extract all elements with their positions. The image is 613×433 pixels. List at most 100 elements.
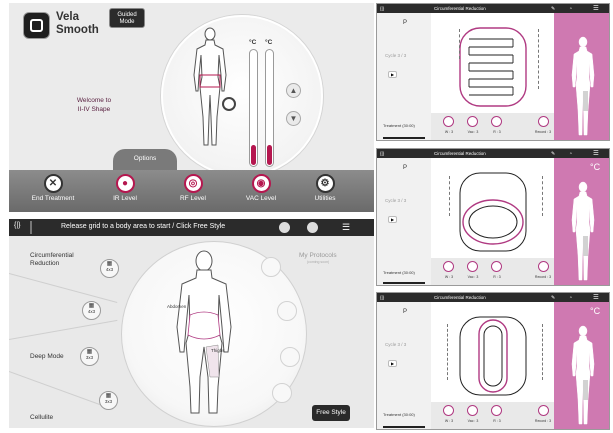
body-preview-panel: °C xyxy=(554,158,609,285)
handpiece-small-icon: {|} xyxy=(14,222,21,229)
body-map-silhouette[interactable] xyxy=(154,247,254,417)
divider-line xyxy=(9,273,118,303)
dashed-guide xyxy=(535,324,543,380)
cycle-label: Cycle 3 / 3 xyxy=(385,53,407,58)
ir-level-label: IR Level xyxy=(113,195,137,202)
program-letter: P xyxy=(403,309,408,315)
thighs-label: Thighs xyxy=(211,348,225,353)
dashed-guide xyxy=(535,176,543,216)
temperature-unit: °C xyxy=(590,306,601,316)
setting-label-3: R : 3 xyxy=(493,419,501,423)
ir-level-button[interactable]: ● IR Level xyxy=(95,174,155,202)
treatment-pattern-zigzag xyxy=(459,27,527,107)
treatment-panel: {|} Circumferential Reduction ✎ ◔ ☰ P Cy… xyxy=(376,292,610,430)
pattern-area xyxy=(431,158,554,258)
treatment-timer: Treatment (30:00) xyxy=(383,270,415,275)
record-button[interactable] xyxy=(538,405,549,416)
close-icon: ✕ xyxy=(43,174,63,193)
record-button[interactable] xyxy=(538,116,549,127)
edit-icon[interactable] xyxy=(279,222,290,233)
menu-icon[interactable]: ☰ xyxy=(342,222,351,232)
dashed-guide xyxy=(459,29,469,59)
setting-label-1: W : 3 xyxy=(444,419,454,423)
unit-left: °C xyxy=(249,39,257,46)
protocol-slot-4[interactable] xyxy=(272,383,292,403)
settings-bar: W : 3 Vac : 3 R : 3 Record : 3 xyxy=(431,113,554,140)
brand-name: Vela Smooth xyxy=(56,11,99,36)
divider-line xyxy=(9,319,118,340)
up-arrow-button[interactable]: ▲ xyxy=(286,83,301,98)
treatment-timer: Treatment (30:00) xyxy=(383,412,415,417)
protocol-slot-2[interactable] xyxy=(277,301,297,321)
edit-icon[interactable]: ✎ xyxy=(551,150,556,157)
edit-icon[interactable]: ✎ xyxy=(551,5,556,12)
temperature-gauge-left xyxy=(249,49,258,167)
panel-title-bar: {|} Circumferential Reduction ✎ ◔ ☰ xyxy=(377,4,609,13)
history-icon[interactable]: ◔ xyxy=(569,294,573,301)
free-style-button[interactable]: Free Style xyxy=(312,405,350,421)
setting-button-3[interactable] xyxy=(491,116,502,127)
setting-button-1[interactable] xyxy=(443,405,454,416)
abdomen-label: Abdomen xyxy=(167,304,187,309)
handpiece-icon[interactable] xyxy=(222,97,236,111)
setting-button-3[interactable] xyxy=(491,261,502,272)
setting-button-2[interactable] xyxy=(467,116,478,127)
rf-level-label: RF Level xyxy=(179,195,206,202)
rf-level-button[interactable]: ◎ RF Level xyxy=(163,174,223,202)
record-label: Record : 3 xyxy=(534,419,552,423)
vac-level-button[interactable]: ◉ VAC Level xyxy=(231,174,291,202)
play-button[interactable]: ▶ xyxy=(388,71,397,78)
panel-left-column: P Cycle 3 / 3 ▶ Treatment (30:00) xyxy=(377,13,431,140)
play-button[interactable]: ▶ xyxy=(388,216,397,223)
record-button[interactable] xyxy=(538,261,549,272)
utilities-label: Utilities xyxy=(314,195,336,202)
timer-progress-bar xyxy=(383,426,425,428)
treatment-panel: {|} Circumferential Reduction ✎ ◔ ☰ P Cy… xyxy=(376,148,610,286)
setting-button-1[interactable] xyxy=(443,116,454,127)
history-icon[interactable]: ◔ xyxy=(569,150,573,157)
history-icon[interactable]: ◔ xyxy=(569,5,573,12)
guided-mode-button[interactable]: Guided Mode xyxy=(109,8,145,28)
mini-body-icon xyxy=(571,36,595,136)
setting-button-1[interactable] xyxy=(443,261,454,272)
setting-button-3[interactable] xyxy=(491,405,502,416)
handpiece-small-icon: {|} xyxy=(380,150,385,156)
program-letter: P xyxy=(403,20,408,26)
record-label: Record : 3 xyxy=(534,130,552,134)
mini-body-icon xyxy=(571,181,595,281)
setting-label-2: Vac : 3 xyxy=(467,275,479,279)
history-icon[interactable] xyxy=(307,222,318,233)
home-screen: Vela Smooth Guided Mode Welcome to II-IV… xyxy=(9,3,374,212)
utilities-button[interactable]: ⚙ Utilities xyxy=(295,174,355,202)
grid-3x3-button-2[interactable]: ▦3x3 xyxy=(99,391,118,410)
setting-button-2[interactable] xyxy=(467,261,478,272)
body-area-screen: {|} Release grid to a body area to start… xyxy=(9,219,374,428)
page-title: Release grid to a body area to start / C… xyxy=(61,223,226,230)
setting-label-3: R : 3 xyxy=(493,275,501,279)
my-protocols-label: My Protocols xyxy=(299,252,337,259)
grid-4x3-button-2[interactable]: ▦4x3 xyxy=(82,301,101,320)
play-button[interactable]: ▶ xyxy=(388,360,397,367)
grid-4x3-button[interactable]: ▦4x3 xyxy=(100,259,119,278)
menu-icon[interactable]: ☰ xyxy=(593,5,599,12)
setting-button-2[interactable] xyxy=(467,405,478,416)
options-tab[interactable]: Options xyxy=(113,149,177,171)
settings-bar: W : 3 Vac : 3 R : 3 Record : 3 xyxy=(431,402,554,429)
section-circumferential: Circumferential Reduction xyxy=(30,252,74,267)
options-toolbar: ✕ End Treatment ● IR Level ◎ RF Level ◉ … xyxy=(9,170,374,212)
rf-icon: ◎ xyxy=(183,174,203,193)
protocol-slot-1[interactable] xyxy=(261,257,281,277)
grid-3x3-button[interactable]: ▦3x3 xyxy=(80,347,99,366)
vac-level-label: VAC Level xyxy=(245,195,277,202)
edit-icon[interactable]: ✎ xyxy=(551,294,556,301)
down-arrow-button[interactable]: ▼ xyxy=(286,111,301,126)
end-treatment-button[interactable]: ✕ End Treatment xyxy=(23,174,83,202)
protocol-slot-3[interactable] xyxy=(280,347,300,367)
divider-line xyxy=(9,371,113,410)
setting-label-2: Vac : 3 xyxy=(467,130,479,134)
section-deep-mode: Deep Mode xyxy=(30,353,64,360)
menu-icon[interactable]: ☰ xyxy=(593,294,599,301)
menu-icon[interactable]: ☰ xyxy=(593,150,599,157)
body-preview-panel: °C xyxy=(554,302,609,429)
setting-label-3: R : 3 xyxy=(493,130,501,134)
